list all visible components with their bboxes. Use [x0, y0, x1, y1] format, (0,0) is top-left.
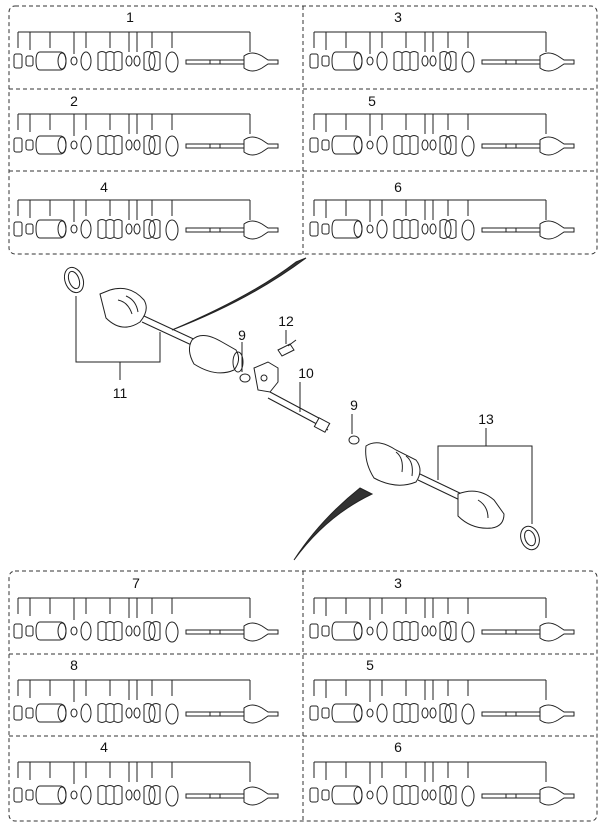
callout-13: 13 — [478, 411, 494, 427]
bottom-row-2-left-label: 8 — [70, 657, 78, 673]
bottom-row-3-right-label: 6 — [394, 739, 402, 755]
bottom-row-2-left: 8 — [13, 657, 279, 725]
bottom-row-2-right: 5 — [309, 657, 575, 725]
top-row-2-right-label: 5 — [368, 93, 376, 109]
bottom-row-3-right: 6 — [309, 739, 575, 807]
top-parts-block: 1 3 2 5 4 6 — [8, 5, 598, 255]
top-row-3-right: 6 — [309, 179, 575, 241]
bottom-row-1-left-label: 7 — [132, 575, 140, 591]
top-row-1-left: 1 — [13, 9, 279, 73]
swoosh-bottom — [293, 487, 374, 561]
top-row-2-left: 2 — [13, 93, 279, 157]
shaft-assembly: 9 12 10 9 11 13 — [63, 266, 540, 551]
top-row-1-right-label: 3 — [394, 9, 402, 25]
top-row-3-left-label: 4 — [100, 179, 108, 195]
callout-9-upper: 9 — [238, 327, 246, 343]
swoosh-top — [171, 257, 307, 331]
callout-12: 12 — [278, 313, 294, 329]
bottom-row-1-right: 3 — [309, 575, 575, 643]
bottom-row-3-left: 4 — [13, 739, 279, 807]
top-row-1-right: 3 — [309, 9, 575, 73]
bottom-parts-block: 7 3 8 5 4 6 — [8, 570, 598, 822]
top-row-2-left-label: 2 — [70, 93, 78, 109]
top-row-3-left: 4 — [13, 179, 279, 241]
callout-11: 11 — [113, 385, 128, 401]
bottom-row-1-right-label: 3 — [394, 575, 402, 591]
bottom-row-3-left-label: 4 — [100, 739, 108, 755]
top-row-1-left-label: 1 — [126, 9, 134, 25]
callout-9-lower: 9 — [350, 397, 358, 413]
bottom-row-2-right-label: 5 — [366, 657, 374, 673]
top-row-3-right-label: 6 — [394, 179, 402, 195]
top-row-2-right: 5 — [309, 93, 575, 157]
callout-10: 10 — [298, 365, 314, 381]
bottom-row-1-left: 7 — [13, 575, 279, 643]
